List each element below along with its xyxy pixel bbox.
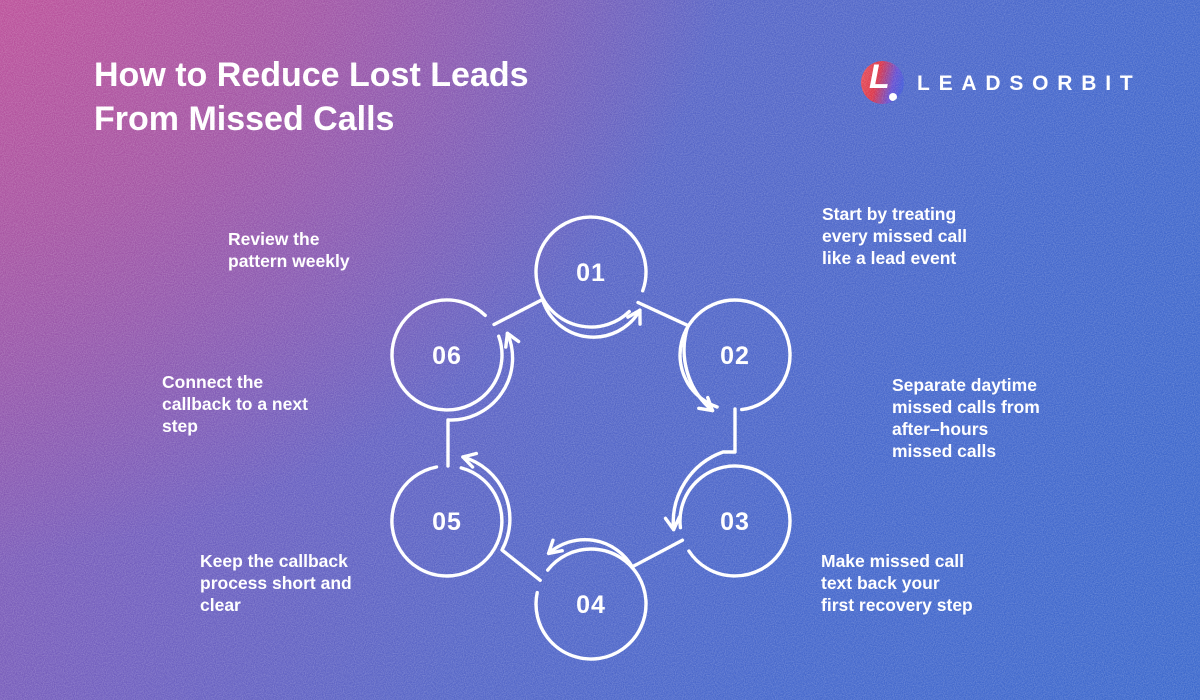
node-number-03: 03 (720, 508, 750, 536)
step-label-03: Make missed call text back your first re… (821, 551, 973, 615)
step-label-04: Keep the callback process short and clea… (200, 551, 352, 615)
node-number-04: 04 (576, 591, 606, 619)
node-number-05: 05 (432, 508, 462, 536)
node-number-01: 01 (576, 259, 606, 287)
step-label-06: Review the pattern weekly (228, 229, 350, 271)
step-label-02: Separate daytime missed calls from after… (892, 375, 1040, 461)
step-label-05: Connect the callback to a next step (162, 372, 308, 436)
node-number-02: 02 (720, 342, 750, 370)
node-number-06: 06 (432, 342, 462, 370)
step-label-01: Start by treating every missed call like… (822, 204, 967, 268)
flow-arrow-01-02 (636, 300, 715, 413)
